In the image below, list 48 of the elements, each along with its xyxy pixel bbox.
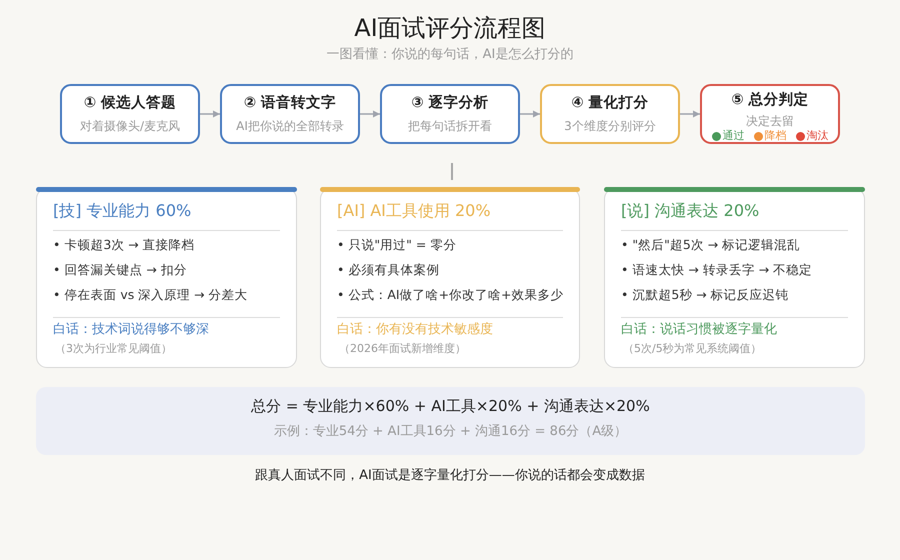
bullet-item: • "然后"超5次 → 标记逻辑混乱 bbox=[621, 236, 800, 254]
summary-text: 白话：说话习惯被逐字量化 bbox=[621, 321, 777, 339]
bullet-item: • 必须有具体案例 bbox=[337, 261, 440, 279]
subtitle-text: 一图看懂：你说的每句话，AI是怎么打分的 bbox=[326, 46, 574, 64]
summary-text: 白话：你有没有技术敏感度 bbox=[337, 321, 493, 339]
score-card bbox=[36, 188, 297, 368]
bullet-item: • 回答漏关键点 → 扣分 bbox=[53, 261, 187, 279]
process-box bbox=[60, 84, 200, 144]
bullet-item: • 语速太快 → 转录丢字 → 不稳定 bbox=[621, 261, 812, 279]
process-box bbox=[700, 84, 840, 144]
step-description: 3个维度分别评分 bbox=[564, 118, 656, 135]
process-box bbox=[380, 84, 520, 144]
bullet-item: • 停在表面 vs 深入原理 → 分差大 bbox=[53, 286, 248, 304]
legend-label: 通过 bbox=[722, 129, 744, 143]
step-title: ① 候选人答题 bbox=[84, 94, 176, 113]
summary-text: 白话：技术词说得够不够深 bbox=[53, 321, 209, 339]
legend-label: 淘汰 bbox=[806, 129, 828, 143]
step-description: 把每句话拆开看 bbox=[408, 118, 492, 135]
step-title: ③ 逐字分析 bbox=[411, 93, 489, 113]
note-text: 跟真人面试不同，AI面试是逐字量化打分——你说的话都会变成数据 bbox=[255, 467, 645, 485]
footnote-text: （3次为行业常见阈值） bbox=[55, 341, 172, 357]
step-title: ④ 量化打分 bbox=[571, 94, 649, 113]
arrow bbox=[520, 110, 540, 118]
footnote-text: （2026年面试新增维度） bbox=[339, 341, 466, 357]
step-description: 对着摄像头/麦克风 bbox=[80, 118, 180, 135]
formula-text: 总分 = 专业能力×60% + AI工具×20% + 沟通表达×20% bbox=[251, 396, 650, 417]
score-card bbox=[604, 188, 865, 368]
arrow bbox=[200, 110, 220, 118]
process-box bbox=[540, 84, 680, 144]
bullet-item: • 只说"用过" = 零分 bbox=[337, 236, 456, 254]
footnote-text: （5次/5秒为常见系统阈值） bbox=[623, 341, 762, 357]
step-description: 决定去留 bbox=[746, 113, 794, 129]
bullet-item: • 沉默超5秒 → 标记反应迟钝 bbox=[621, 286, 789, 304]
example-text: 示例：专业54分 + AI工具16分 + 沟通16分 = 86分（A级） bbox=[274, 423, 628, 441]
arrow bbox=[680, 110, 700, 118]
card-title: [AI] AI工具使用 20% bbox=[337, 200, 491, 222]
step-title: ② 语音转文字 bbox=[244, 93, 336, 113]
bullet-item: • 公式：AI做了啥+你改了啥+效果多少 bbox=[337, 286, 564, 304]
legend-label: 降档 bbox=[764, 129, 786, 143]
card-title: [技] 专业能力 60% bbox=[53, 200, 192, 222]
step-title: ⑤ 总分判定 bbox=[731, 90, 809, 110]
process-box bbox=[220, 84, 360, 144]
step-description: AI把你说的全部转录 bbox=[236, 118, 344, 135]
score-card bbox=[320, 188, 580, 368]
arrow bbox=[360, 110, 380, 118]
card-title: [说] 沟通表达 20% bbox=[621, 200, 760, 222]
diagram-title: AI面试评分流程图 bbox=[354, 13, 546, 44]
bullet-item: • 卡顿超3次 → 直接降档 bbox=[53, 236, 195, 254]
